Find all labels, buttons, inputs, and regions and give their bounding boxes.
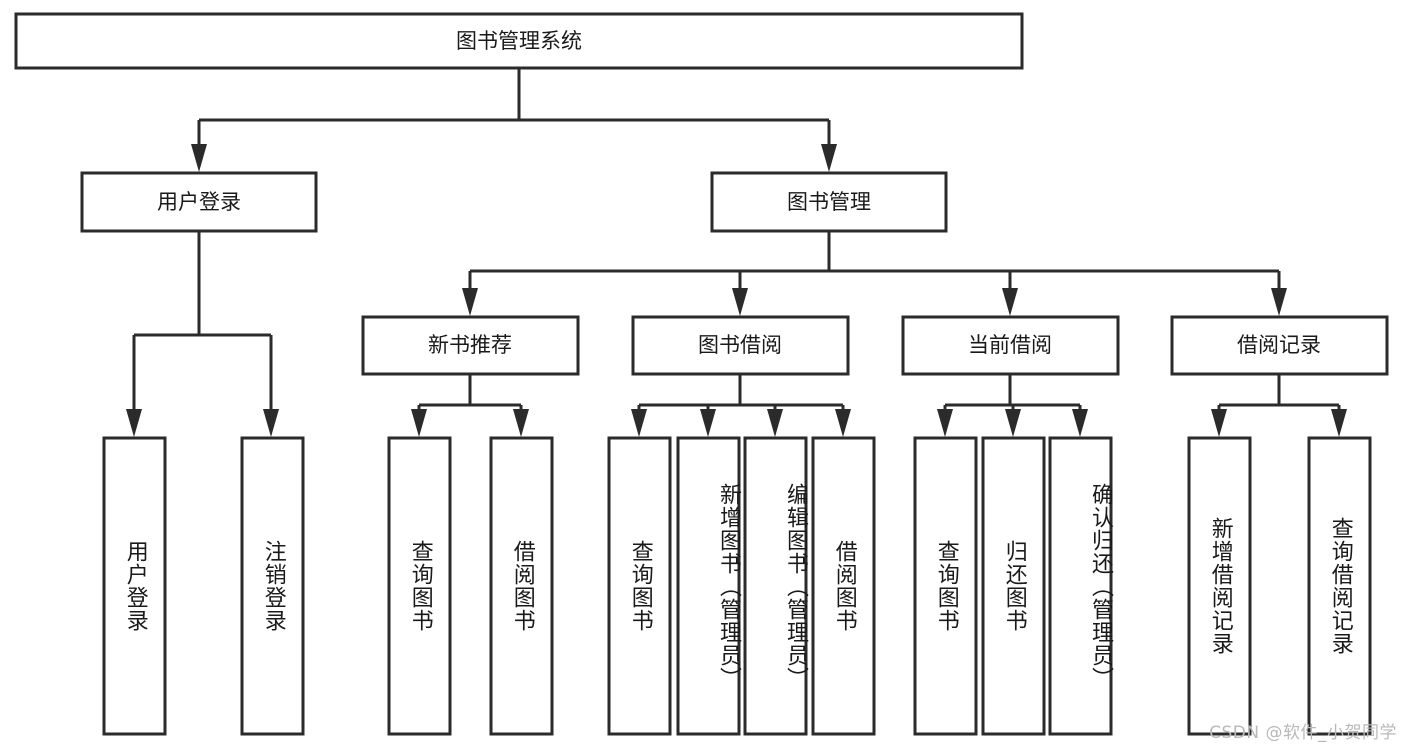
arrow-head-borrow-record <box>1271 288 1287 316</box>
node-user-login-label: 用户登录 <box>157 190 241 214</box>
arrow-head-book-mgmt <box>821 144 837 172</box>
node-borrow-record-label: 借阅记录 <box>1237 333 1321 357</box>
node-book-borrow[interactable]: 图书借阅 <box>631 315 850 376</box>
leaf-box-user-login-1[interactable] <box>240 436 305 736</box>
arrow-head-book-borrow-leaf-1 <box>700 409 716 437</box>
node-new-book-recommend-box[interactable] <box>361 315 580 376</box>
node-new-book-recommend-label: 新书推荐 <box>428 333 512 357</box>
node-book-management[interactable]: 图书管理 <box>710 171 948 233</box>
node-user-login[interactable]: 用户登录 <box>80 171 318 233</box>
connector-group-root <box>191 68 837 172</box>
leaf-box-new-book-0[interactable] <box>387 436 452 736</box>
node-borrow-record[interactable]: 借阅记录 <box>1170 315 1389 376</box>
arrow-head-new-book <box>462 288 478 316</box>
arrow-head-book-borrow-leaf-3 <box>835 409 851 437</box>
node-root[interactable]: 图书管理系统 <box>14 12 1024 70</box>
arrow-head-new-book-leaf-0 <box>411 409 427 437</box>
node-book-borrow-label: 图书借阅 <box>698 333 782 357</box>
leaf-box-book-borrow-2[interactable] <box>743 436 808 736</box>
arrow-head-current-borrow <box>1002 288 1018 316</box>
arrow-head-current-borrow-leaf-2 <box>1072 409 1088 437</box>
node-current-borrow[interactable]: 当前借阅 <box>901 315 1120 376</box>
connector-group-current-borrow <box>937 375 1088 437</box>
node-current-borrow-box[interactable] <box>901 315 1120 376</box>
arrow-head-book-borrow-leaf-0 <box>631 409 647 437</box>
arrow-head-current-borrow-leaf-0 <box>937 409 953 437</box>
node-book-management-box[interactable] <box>710 171 948 233</box>
connector-group-book-borrow <box>631 375 851 437</box>
node-book-borrow-box[interactable] <box>631 315 850 376</box>
arrow-head-borrow-record-leaf-1 <box>1331 409 1347 437</box>
leaf-box-book-borrow-0[interactable] <box>607 436 672 736</box>
csdn-watermark: CSDN @软件_小贺同学 <box>1209 723 1397 743</box>
leaf-box-current-borrow-1[interactable] <box>981 436 1046 736</box>
leaf-box-borrow-record-0[interactable] <box>1187 436 1252 736</box>
leaf-box-current-borrow-2[interactable] <box>1048 436 1113 736</box>
arrow-head-book-borrow-leaf-2 <box>767 409 783 437</box>
connector-group-book-mgmt <box>462 231 1287 316</box>
leaf-box-current-borrow-0[interactable] <box>913 436 978 736</box>
leaf-boxes <box>102 436 1372 736</box>
connector-group-borrow-record <box>1211 375 1347 437</box>
node-root-label: 图书管理系统 <box>456 29 582 53</box>
node-root-box[interactable] <box>14 12 1024 70</box>
arrow-head-book-borrow <box>732 288 748 316</box>
connector-group-new-book <box>411 375 529 437</box>
leaf-box-user-login-0[interactable] <box>102 436 167 736</box>
arrow-head-borrow-record-leaf-0 <box>1211 409 1227 437</box>
node-new-book-recommend[interactable]: 新书推荐 <box>361 315 580 376</box>
arrow-head-new-book-leaf-1 <box>513 409 529 437</box>
leaf-box-book-borrow-1[interactable] <box>676 436 741 736</box>
connector-group-user-login <box>126 231 279 437</box>
arrow-head-user-login-leaf-0 <box>126 409 142 437</box>
node-user-login-box[interactable] <box>80 171 318 233</box>
node-book-management-label: 图书管理 <box>787 190 871 214</box>
arrow-head-user-login <box>191 144 207 172</box>
node-borrow-record-box[interactable] <box>1170 315 1389 376</box>
leaf-box-new-book-1[interactable] <box>489 436 554 736</box>
leaf-box-book-borrow-3[interactable] <box>811 436 876 736</box>
node-current-borrow-label: 当前借阅 <box>968 333 1052 357</box>
arrow-head-current-borrow-leaf-1 <box>1005 409 1021 437</box>
arrow-head-user-login-leaf-1 <box>263 409 279 437</box>
leaf-box-borrow-record-1[interactable] <box>1307 436 1372 736</box>
